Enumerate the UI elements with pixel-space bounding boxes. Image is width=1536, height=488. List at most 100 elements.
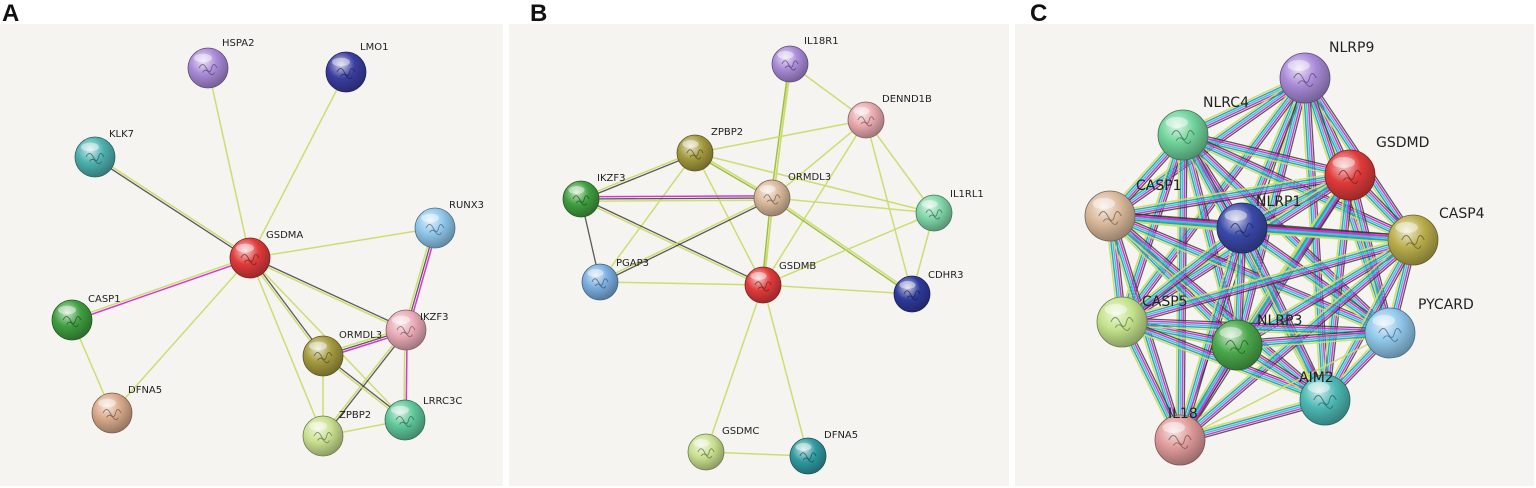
panel-a-node-lmo1[interactable]: LMO1 [325,42,388,93]
panel-a-node-dfna5[interactable]: DFNA5 [91,385,162,434]
panel-c-node-nlrp3[interactable]: NLRP3 [1211,313,1302,371]
panel-b-edge-ikzf3-gsdmb-line [581,197,764,285]
panel-a-node-gsdma[interactable]: GSDMA [229,230,303,279]
panel-a-edge-gsdma-klk7-line [94,157,250,260]
panel-b-node-pgap3[interactable]: PGAP3 [581,258,649,301]
panel-c-node-nlrp3-sphere[interactable] [1211,319,1263,371]
panel-a-node-label: DFNA5 [128,385,162,396]
panel-b-node-il1rl1[interactable]: IL1RL1 [915,189,984,232]
panel-c-edge-nlrp3-pycard-line [1237,334,1391,348]
panel-a-edge-gsdma-zpbp2 [249,257,324,437]
panel-b-node-zpbp2-sphere[interactable] [676,134,714,172]
panel-b-node-ikzf3[interactable]: IKZF3 [562,173,625,218]
panel-b-node-label: GSDMC [722,426,759,437]
panel-a-node-lrrc3c[interactable]: LRRC3C [384,396,462,441]
panel-c-node-gsdmd[interactable]: GSDMD [1324,135,1429,201]
panel-b-node-label: DFNA5 [824,430,858,441]
panel-b-node-dennd1b[interactable]: DENND1B [847,94,932,139]
panel-a-node-hspa2[interactable]: HSPA2 [187,38,254,89]
panel-a-node-klk7[interactable]: KLK7 [74,129,134,178]
panel-c-node-pycard-sphere[interactable] [1364,307,1416,359]
panel-a-node-lmo1-sphere[interactable] [325,51,367,93]
panel-b-node-dennd1b-sphere[interactable] [847,101,885,139]
panel-a-node-klk7-sphere[interactable] [74,136,116,178]
panel-a-node-ormdl3-sphere[interactable] [302,335,344,377]
panel-c-node-casp1-sphere[interactable] [1084,190,1136,242]
panel-c-edge-nlrp1-casp5 [1119,224,1245,326]
panel-c-node-casp5[interactable]: CASP5 [1096,294,1188,348]
panel-a-node-runx3-sphere[interactable] [414,207,456,249]
panel-b-node-il18r1-sphere[interactable] [771,45,809,83]
panel-c-node-nlrp1-sphere[interactable] [1216,202,1268,254]
panel-a-node-hspa2-sphere[interactable] [187,47,229,89]
panel-b-node-label: CDHR3 [928,270,964,281]
protein-structure-icon [1098,211,1122,225]
panel-b-node-dfna5-sphere[interactable] [789,437,827,475]
panel-c-node-nlrc4-sphere[interactable] [1157,109,1209,161]
panel-b-node-dfna5[interactable]: DFNA5 [789,430,858,475]
panel-a-node-lrrc3c-sphere[interactable] [384,399,426,441]
panel-a-edge-gsdma-runx3-line [249,227,436,259]
panel-c-node-aim2-sphere[interactable] [1299,374,1351,426]
panel-b-edge-dennd1b-cdhr3 [865,119,913,295]
panel-a-node-dfna5-sphere[interactable] [91,392,133,434]
node-highlight [587,269,604,277]
panel-a-node-ikzf3-sphere[interactable] [385,309,427,351]
panel-b-edge-dennd1b-zpbp2-line [694,119,867,154]
panel-b-node-gsdmb-sphere[interactable] [744,266,782,304]
panel-a-node-label: RUNX3 [449,200,484,211]
panel-a-edge-ikzf3-zpbp2-line [321,328,406,436]
panel-c-node-il18-sphere[interactable] [1154,414,1206,466]
panel-b-edge-pgap3-gsdmb [599,281,764,286]
panel-a-node-casp1-sphere[interactable] [51,299,93,341]
panel-b-node-ikzf3-sphere[interactable] [562,180,600,218]
protein-structure-icon [425,223,445,236]
panel-b-node-ormdl3[interactable]: ORMDL3 [753,172,831,217]
node-highlight [795,443,812,451]
panel-a-node-casp1[interactable]: CASP1 [51,294,121,341]
panel-b-edge-ikzf3-ormdl3-line [580,197,773,200]
panel-c-node-nlrp1[interactable]: NLRP1 [1216,194,1301,254]
panel-b-node-il18r1[interactable]: IL18R1 [771,36,839,83]
node-highlight [853,107,870,115]
panel-c-node-il18[interactable]: IL18 [1154,406,1206,466]
panel-c-node-casp4-sphere[interactable] [1387,214,1439,266]
panel-c-edge-nlrp3-pycard-line [1236,332,1391,346]
panel-c-node-nlrp9[interactable]: NLRP9 [1279,40,1374,104]
panel-c-node-casp1[interactable]: CASP1 [1084,178,1182,242]
panel-b-node-gsdmb[interactable]: GSDMB [744,261,816,304]
panel-a-node-gsdma-sphere[interactable] [229,237,271,279]
panel-b-edge-gsdmb-il1rl1 [762,212,935,286]
panel-c-node-pycard[interactable]: PYCARD [1364,297,1474,359]
panel-b-edge-ormdl3-cdhr3 [770,196,914,296]
node-highlight [236,243,254,253]
panel-c-node-nlrp9-sphere[interactable] [1279,52,1331,104]
panel-c-node-gsdmd-sphere[interactable] [1324,149,1376,201]
panel-c-node-aim2[interactable]: AIM2 [1299,370,1351,426]
panel-b-edge-dennd1b-ormdl3 [771,119,867,199]
panel-b-node-cdhr3-sphere[interactable] [893,275,931,313]
panel-b-node-cdhr3[interactable]: CDHR3 [893,270,964,313]
panel-c-edge-casp1-pycard-line [1108,218,1389,338]
panel-b-node-gsdmc-sphere[interactable] [687,433,725,471]
panel-c-edge-nlrp1-casp4-line [1241,229,1413,243]
panel-a-node-ormdl3[interactable]: ORMDL3 [302,330,382,377]
panel-a-edge-gsdma-klk7-line [95,155,252,258]
panel-c-edge-casp4-casp5-line [1122,241,1414,325]
panel-c-node-nlrc4[interactable]: NLRC4 [1157,95,1249,161]
panel-b-node-ormdl3-sphere[interactable] [753,179,791,217]
panel-c-node-casp5-sphere[interactable] [1096,296,1148,348]
panel-a-edge-gsdma-lmo1 [249,71,347,259]
panel-a-node-runx3[interactable]: RUNX3 [414,200,484,249]
panel-a-node-zpbp2-sphere[interactable] [302,415,344,457]
panel-c-node-casp4[interactable]: CASP4 [1387,206,1485,266]
panel-a-node-ikzf3[interactable]: IKZF3 [385,309,448,351]
panel-a-node-zpbp2[interactable]: ZPBP2 [302,410,371,457]
panel-b-node-gsdmc[interactable]: GSDMC [687,426,759,471]
panel-b-node-il1rl1-sphere[interactable] [915,194,953,232]
panel-b-node-pgap3-sphere[interactable] [581,263,619,301]
panel-b-node-zpbp2[interactable]: ZPBP2 [676,127,743,172]
panel-a-edge-gsdma-dfna5-line [111,257,251,414]
panel-c-edge-nlrp1-pycard-line [1242,225,1392,332]
panel-b-edge-gsdmb-dfna5 [762,284,809,457]
